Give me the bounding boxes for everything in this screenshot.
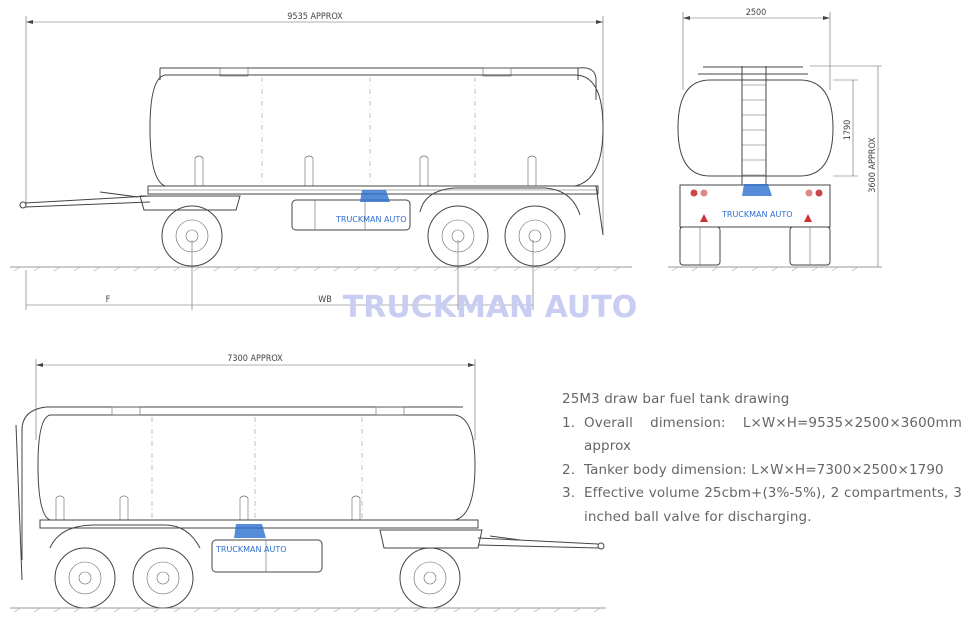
note-item-1: 1. Overall dimension: L×W×H=9535×2500×36…	[562, 412, 962, 459]
svg-text:TRUCKMAN AUTO: TRUCKMAN AUTO	[335, 215, 407, 224]
tank-shell	[149, 74, 604, 187]
lower-drawbar	[477, 535, 605, 550]
tank-height-dimension: 1790	[833, 79, 858, 177]
note-text: Effective volume 25cbm+(3%-5%), 2 compar…	[584, 485, 962, 525]
rear-view-logo: TRUCKMAN AUTO	[721, 184, 793, 219]
rear-view: 2500	[668, 8, 882, 272]
manhole-rear	[482, 67, 512, 77]
drawbar	[19, 191, 151, 209]
rear-wheel-2	[504, 205, 566, 267]
manhole-front	[219, 67, 249, 77]
rear-tank-shell	[677, 79, 834, 177]
lower-tank-shell	[37, 414, 476, 521]
note-number: 3.	[562, 485, 576, 501]
note-text: Overall dimension: L×W×H=9535×2500×3600m…	[584, 414, 962, 455]
overall-height-dimension: 3600 APPROX	[810, 65, 882, 267]
svg-text:TRUCKMAN AUTO: TRUCKMAN AUTO	[215, 545, 287, 554]
width-label: 2500	[746, 8, 767, 18]
side-view: 9535 APPROX	[10, 12, 632, 310]
overall-length-dimension: 9535 APPROX	[25, 12, 604, 235]
side-view-logo: TRUCKMAN AUTO	[335, 190, 407, 224]
width-dimension: 2500	[682, 8, 831, 90]
drawing-notes: 25M3 draw bar fuel tank drawing 1. Overa…	[562, 388, 962, 529]
overall-height-label: 3600 APPROX	[868, 137, 878, 193]
body-length-label: 7300 APPROX	[227, 354, 283, 364]
watermark: TRUCKMAN AUTO	[343, 290, 637, 325]
note-text: Tanker body dimension: L×W×H=7300×2500×1…	[584, 461, 944, 478]
wheelbase-dimension: F WB	[25, 240, 534, 310]
front-label: F	[106, 295, 111, 305]
note-item-3: 3. Effective volume 25cbm+(3%-5%), 2 com…	[562, 482, 962, 529]
lower-front-wheel	[399, 547, 461, 609]
tool-box	[291, 199, 411, 231]
note-item-2: 2. Tanker body dimension: L×W×H=7300×250…	[562, 459, 962, 483]
overall-length-label: 9535 APPROX	[287, 12, 343, 22]
svg-text:TRUCKMAN AUTO: TRUCKMAN AUTO	[721, 210, 793, 219]
body-length-dimension: 7300 APPROX	[35, 354, 476, 440]
lower-side-view: 7300 APPROX	[10, 354, 606, 613]
lower-wheel-2	[132, 547, 194, 609]
note-number: 2.	[562, 461, 576, 478]
lower-view-logo: TRUCKMAN AUTO	[215, 524, 287, 554]
notes-title: 25M3 draw bar fuel tank drawing	[562, 391, 790, 407]
tank-height-label: 1790	[843, 120, 853, 141]
lower-wheel-1	[54, 547, 116, 609]
note-number: 1.	[562, 414, 576, 431]
wheelbase-label: WB	[318, 295, 332, 305]
rear-ladder	[741, 66, 767, 185]
